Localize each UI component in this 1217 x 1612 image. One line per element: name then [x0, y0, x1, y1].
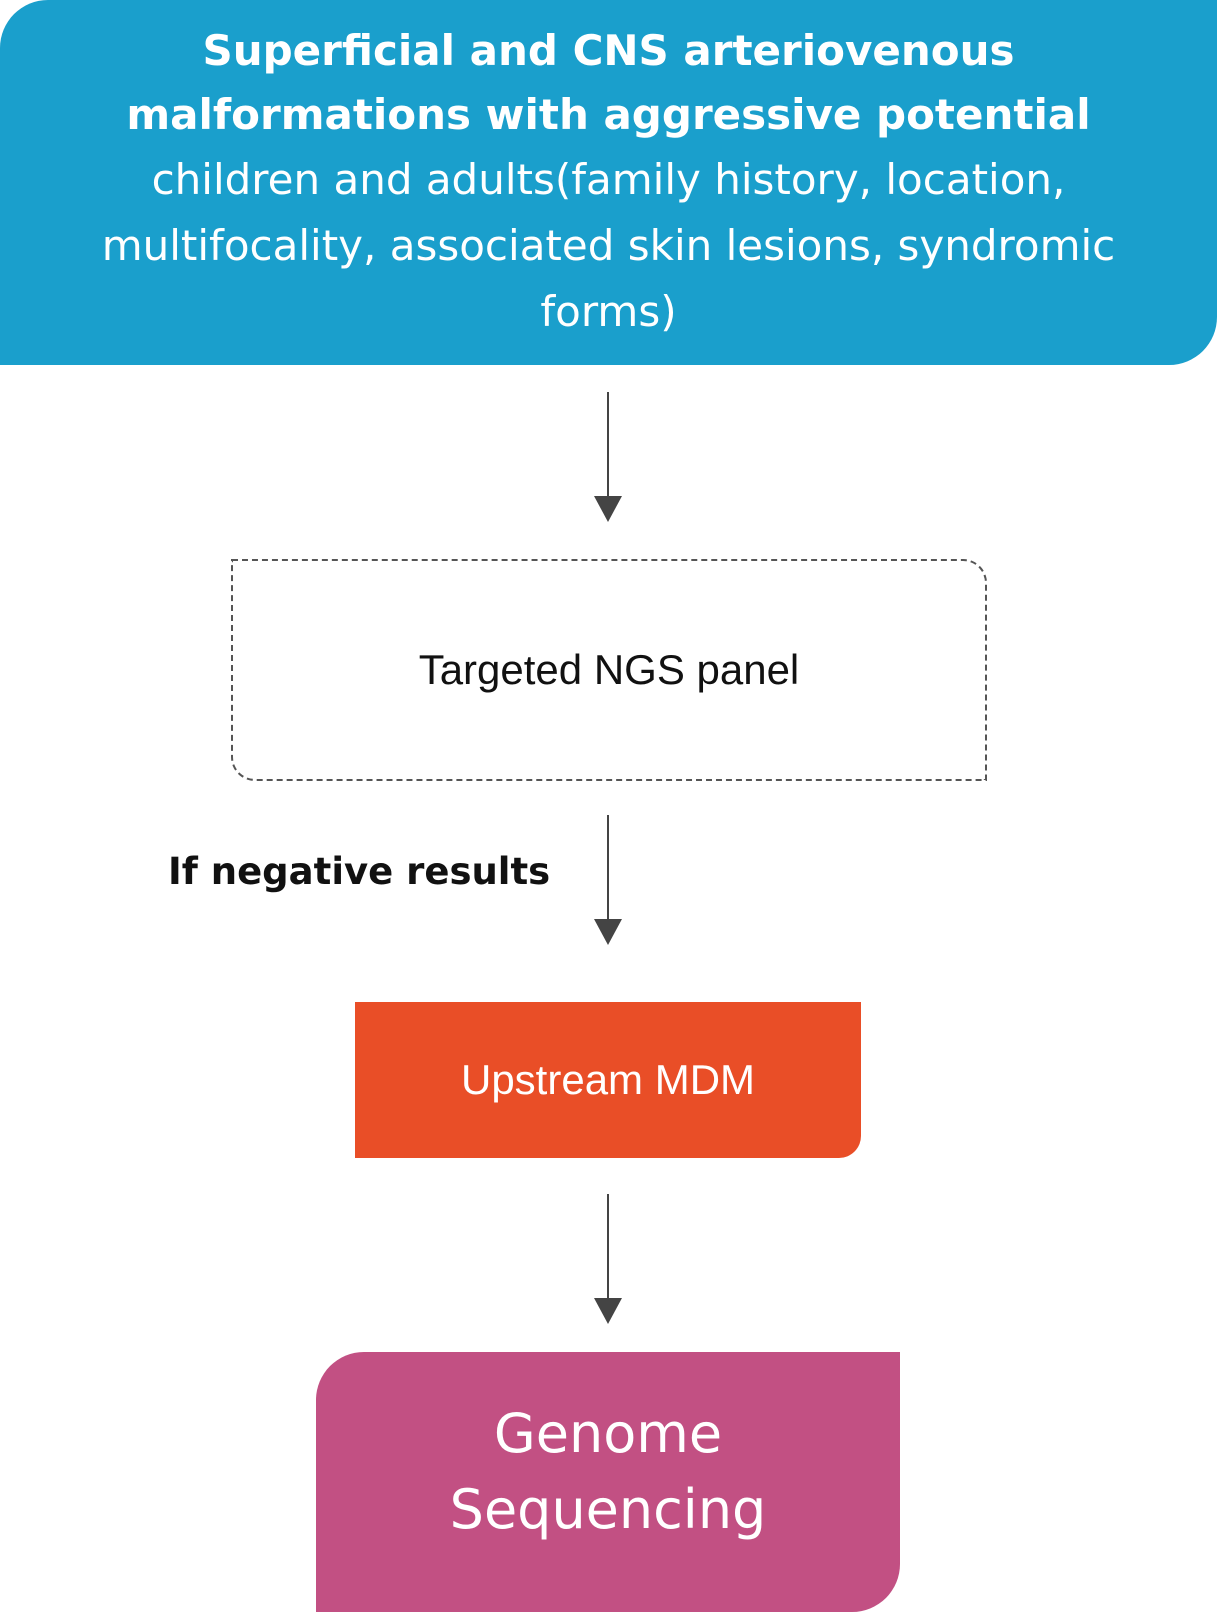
- arrowhead-ngs-to-upstream: [594, 919, 622, 945]
- genome-sequencing-box: Genome Sequencing: [316, 1352, 900, 1612]
- top-box-subtitle-line1: children and adults(family history, loca…: [151, 154, 1066, 204]
- upstream-mdm-box: Upstream MDM: [355, 1002, 861, 1158]
- top-box-title-line2: malformations with aggressive potential: [126, 89, 1091, 139]
- top-box-subtitle-line3: forms): [540, 286, 677, 336]
- top-box-superficial-cns-avm: Superficial and CNS arteriovenous malfor…: [0, 0, 1217, 365]
- top-box-subtitle-line2: multifocality, associated skin lesions, …: [101, 220, 1116, 270]
- ngs-panel-box: Targeted NGS panel: [231, 559, 987, 781]
- genome-label-line1: Genome: [493, 1402, 723, 1465]
- top-box-title-line1: Superficial and CNS arteriovenous: [202, 25, 1015, 75]
- arrowhead-upstream-to-genome: [594, 1298, 622, 1324]
- genome-label-line2: Sequencing: [449, 1478, 767, 1541]
- arrowhead-top-to-ngs: [594, 496, 622, 522]
- branch-label-negative-results: If negative results: [168, 850, 551, 893]
- ngs-panel-label: Targeted NGS panel: [418, 646, 800, 693]
- upstream-mdm-label: Upstream MDM: [460, 1056, 756, 1103]
